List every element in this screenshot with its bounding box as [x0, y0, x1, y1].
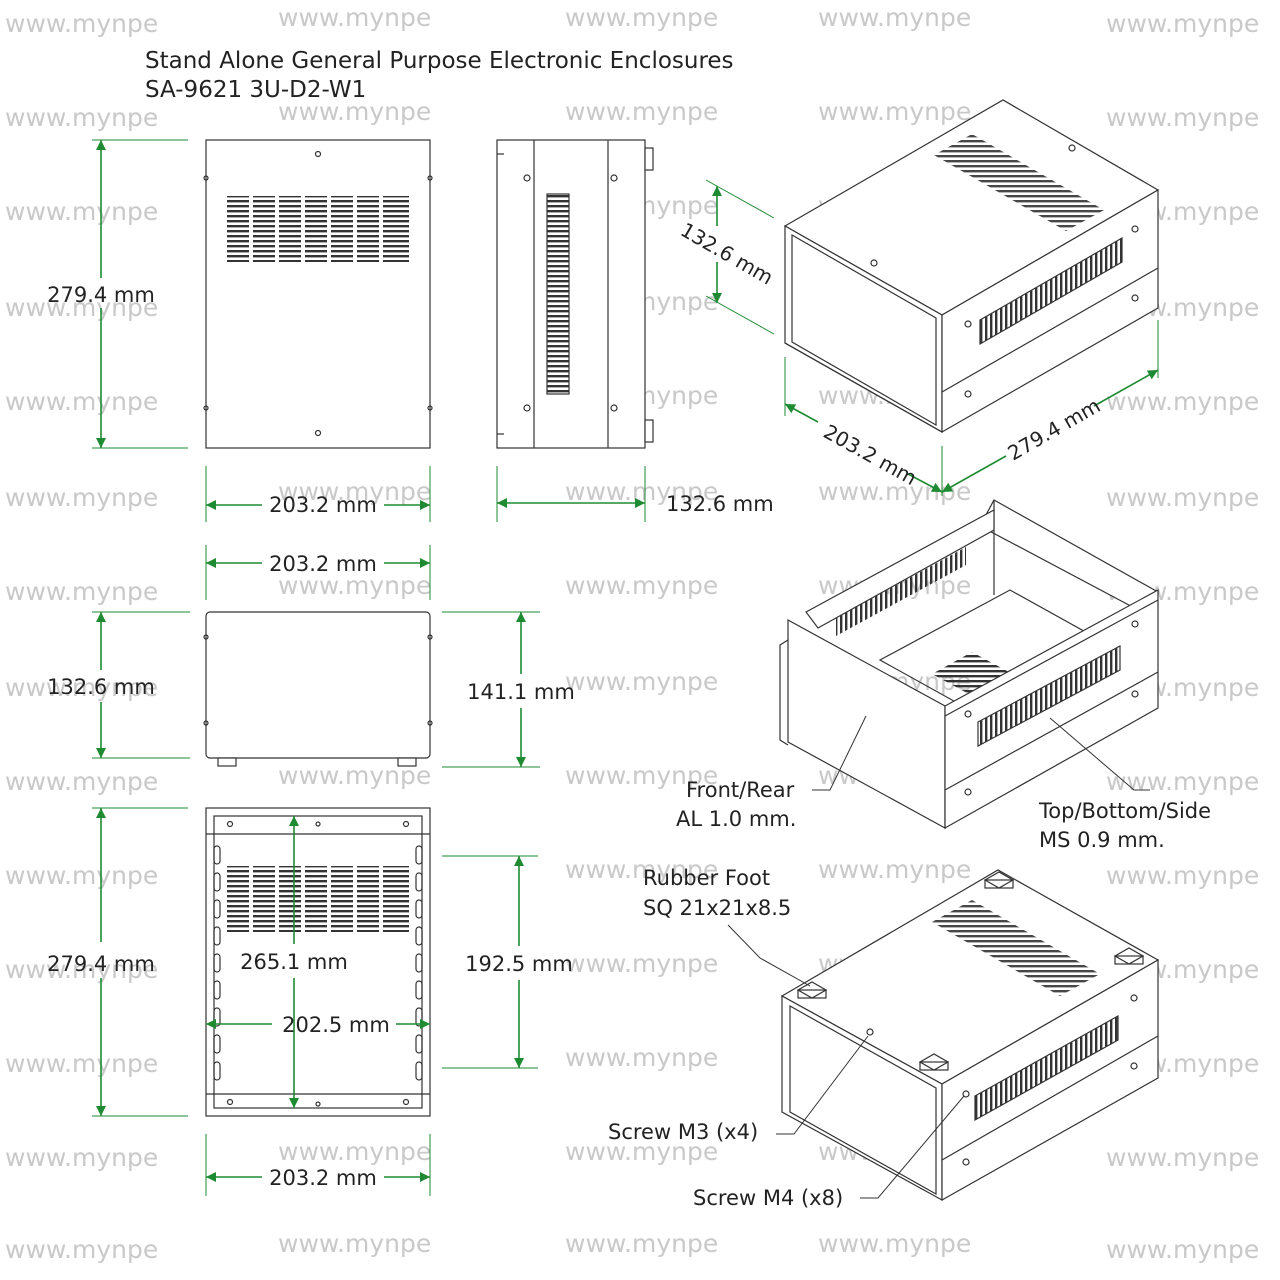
watermark-text: www.mynpe [1106, 861, 1259, 890]
side-slot [415, 926, 423, 946]
watermark-text: www.mynpe [565, 571, 718, 600]
callout-front-rear-1: Front/Rear [686, 778, 795, 802]
side-slot [213, 1034, 221, 1054]
watermark-text: www.mynpe [5, 9, 158, 38]
bottom-view [205, 807, 431, 1117]
callout-screw-m4: Screw M4 (x8) [693, 1186, 843, 1210]
watermark-text: www.mynpe [278, 571, 431, 600]
watermark-text: www.mynpe [5, 1143, 158, 1172]
side-slot [213, 953, 221, 973]
watermark-text: www.mynpe [1106, 387, 1259, 416]
title-line-1: Stand Alone General Purpose Electronic E… [145, 48, 734, 74]
dim-iso-height: 132.6 mm [677, 218, 778, 290]
dim-bottom-depth: 279.4 mm [47, 952, 155, 976]
watermark-text: www.mynpe [565, 855, 718, 884]
title-line-2: SA-9621 3U-D2-W1 [145, 77, 366, 103]
watermark-text: www.mynpe [278, 1229, 431, 1258]
watermark-text: www.mynpe [278, 97, 431, 126]
side-slot [415, 872, 423, 892]
callout-panels-2: MS 0.9 mm. [1039, 828, 1165, 852]
watermark-text: www.mynpe [1106, 9, 1259, 38]
iso-view-assembled [783, 99, 1160, 434]
dim-bottom-width: 203.2 mm [269, 1166, 377, 1190]
callout-foot-2: SQ 21x21x8.5 [643, 896, 791, 920]
iso-view-open [779, 499, 1159, 830]
watermark-text: www.mynpe [565, 761, 718, 790]
watermark-text: www.mynpe [1106, 767, 1259, 796]
dim-front-height: 132.6 mm [47, 675, 155, 699]
watermark-text: www.mynpe [5, 197, 158, 226]
dim-bottom-side-depth: 192.5 mm [465, 952, 573, 976]
watermark-text: www.mynpe [818, 855, 971, 884]
watermark-text: www.mynpe [565, 667, 718, 696]
side-view [496, 139, 654, 449]
side-slot [213, 845, 221, 865]
watermark-text: www.mynpe [565, 3, 718, 32]
watermark-text: www.mynpe [5, 767, 158, 796]
iso-view-bottom [780, 869, 1160, 1202]
dim-front-width: 203.2 mm [269, 552, 377, 576]
watermark-text: www.mynpe [818, 3, 971, 32]
watermark-text: www.mynpe [565, 97, 718, 126]
watermark-text: www.mynpe [818, 1229, 971, 1258]
dim-bottom-inner-depth: 265.1 mm [240, 950, 348, 974]
side-slot [213, 1061, 221, 1081]
watermark-text: www.mynpe [5, 861, 158, 890]
dim-top-width: 203.2 mm [269, 493, 377, 517]
watermark-text: www.mynpe [818, 97, 971, 126]
watermark-text: www.mynpe [5, 387, 158, 416]
side-slot [415, 1061, 423, 1081]
callout-panels-1: Top/Bottom/Side [1038, 799, 1211, 823]
side-slot [213, 872, 221, 892]
side-slot [415, 1007, 423, 1027]
watermark-text: www.mynpe [1106, 483, 1259, 512]
callout-screw-m3: Screw M3 (x4) [608, 1120, 758, 1144]
watermark-text: www.mynpe [5, 673, 158, 702]
side-slot [213, 980, 221, 1000]
dim-top-height: 279.4 mm [47, 283, 155, 307]
watermark-text: www.mynpe [1106, 1143, 1259, 1172]
side-slot [213, 899, 221, 919]
side-slot [415, 845, 423, 865]
watermark-text: www.mynpe [1106, 103, 1259, 132]
watermark-text: www.mynpe [278, 3, 431, 32]
watermark-text: www.mynpe [5, 293, 158, 322]
watermark-text: www.mynpe [565, 1229, 718, 1258]
watermark-text: www.mynpe [565, 949, 718, 978]
callout-front-rear-2: AL 1.0 mm. [676, 807, 796, 831]
side-slot [415, 899, 423, 919]
side-slot [415, 980, 423, 1000]
side-slot [415, 953, 423, 973]
side-slot [213, 1007, 221, 1027]
watermark-text: www.mynpe [5, 1235, 158, 1264]
watermark-text: www.mynpe [565, 1043, 718, 1072]
dim-front-total-height: 141.1 mm [467, 680, 575, 704]
watermark-text: www.mynpe [278, 1137, 431, 1166]
side-slot [415, 1034, 423, 1054]
watermark-text: www.mynpe [1106, 1235, 1259, 1264]
dim-side-depth: 132.6 mm [666, 492, 774, 516]
front-view [203, 611, 433, 767]
callout-foot-1: Rubber Foot [643, 866, 770, 890]
watermark-text: www.mynpe [278, 477, 431, 506]
watermark-text: www.mynpe [5, 1049, 158, 1078]
watermark-text: www.mynpe [5, 483, 158, 512]
dim-iso-depth: 279.4 mm [1004, 393, 1105, 465]
watermark-text: www.mynpe [565, 1137, 718, 1166]
watermark-text: www.mynpe [5, 103, 158, 132]
top-view [203, 139, 433, 449]
watermark-text: www.mynpe [5, 577, 158, 606]
watermark-text: www.mynpe [5, 955, 158, 984]
dim-bottom-inner-width: 202.5 mm [282, 1013, 390, 1037]
side-slot [213, 926, 221, 946]
